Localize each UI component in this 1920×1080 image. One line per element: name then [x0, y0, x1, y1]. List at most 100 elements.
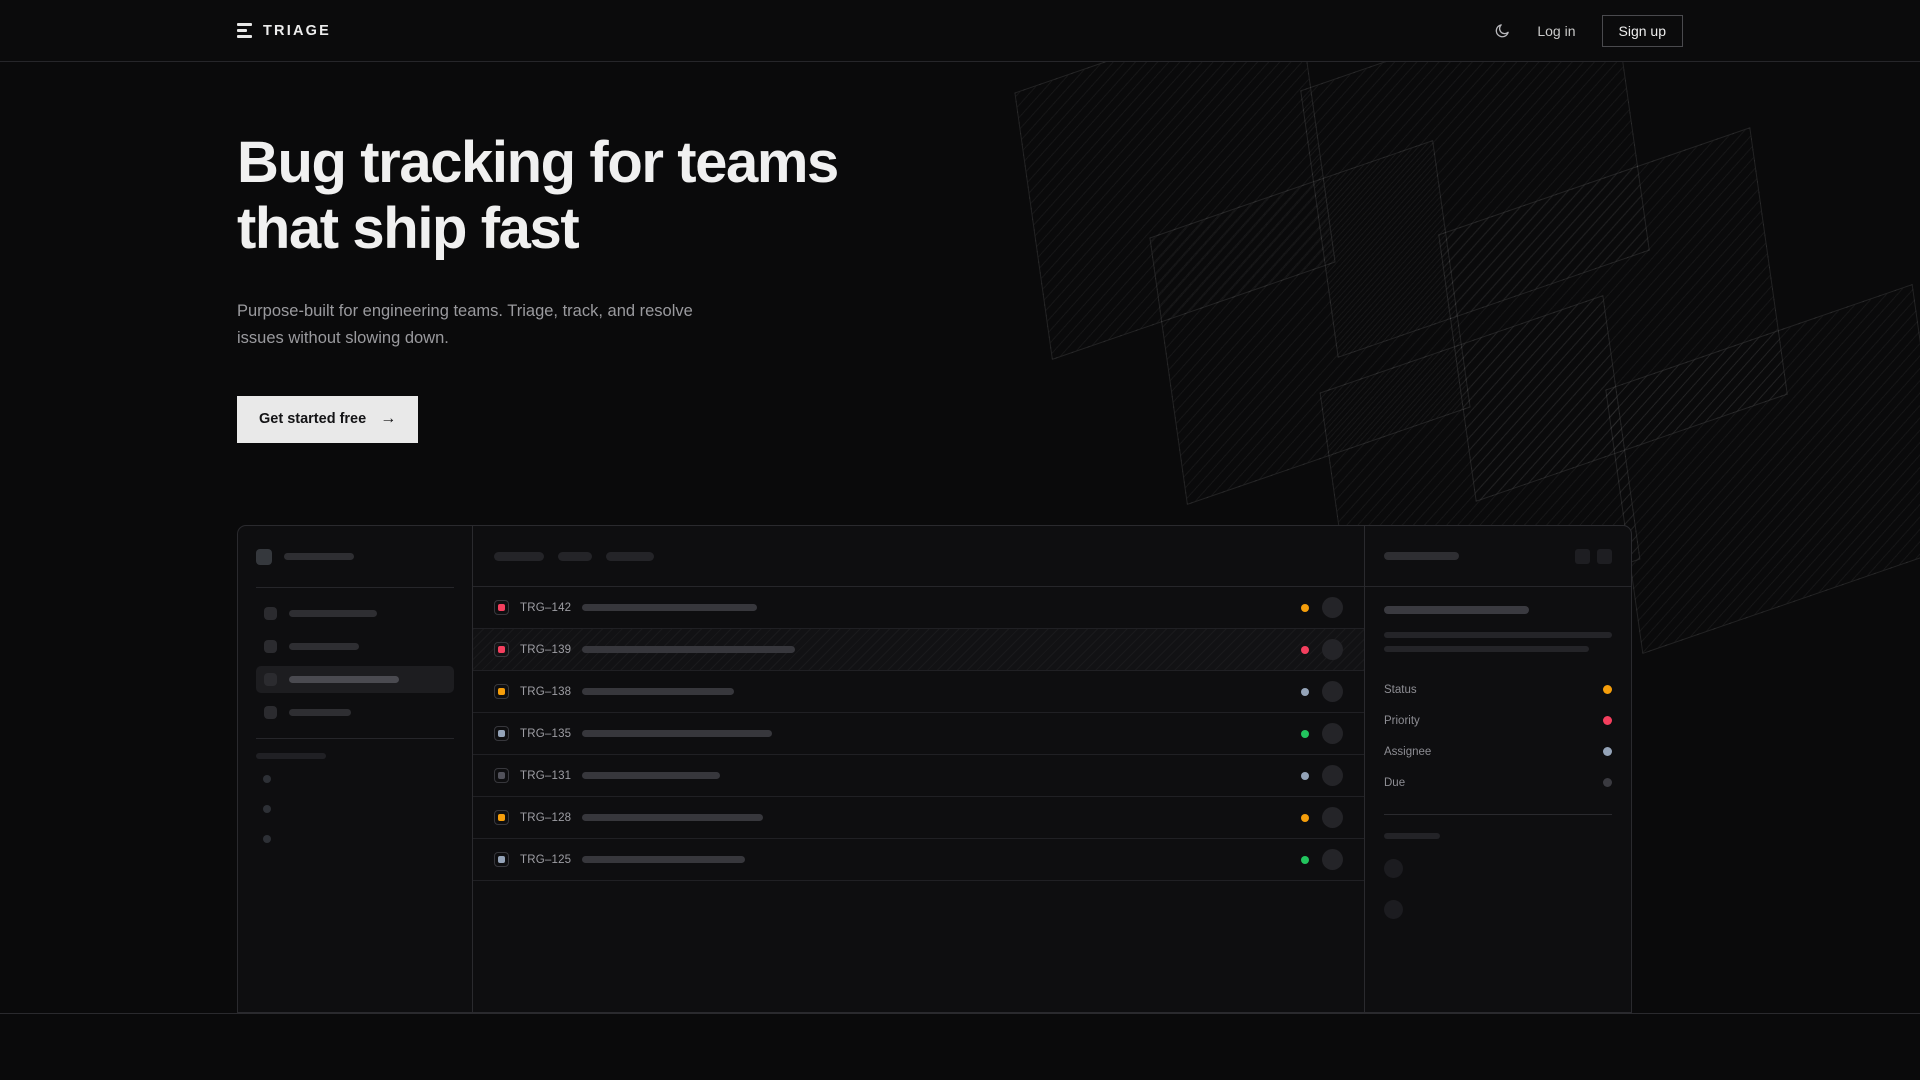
toolbar-control-1[interactable]	[494, 551, 544, 561]
mockup-sidebar	[238, 526, 473, 1012]
issue-id: TRG–142	[520, 601, 572, 614]
signup-button[interactable]: Sign up	[1601, 14, 1683, 47]
activity-avatar-2	[1384, 900, 1403, 919]
priority-indicator	[494, 642, 509, 657]
sidebar-item-2[interactable]	[256, 633, 454, 660]
sidebar-divider-bottom	[256, 738, 454, 739]
issue-title-placeholder	[582, 772, 720, 779]
issue-title-placeholder	[582, 688, 734, 695]
sidebar-item-label	[289, 709, 351, 716]
detail-meta-label: Due	[1384, 776, 1406, 789]
row-meta	[1301, 681, 1343, 702]
issue-id: TRG–138	[520, 685, 572, 698]
priority-indicator	[494, 810, 509, 825]
table-row[interactable]: TRG–135	[473, 713, 1364, 755]
triage-bars-icon	[237, 23, 252, 38]
status-badge	[1301, 645, 1309, 654]
issue-title-placeholder	[582, 730, 772, 737]
issue-id: TRG–135	[520, 727, 572, 740]
hero-section: Bug tracking for teams that ship fast Pu…	[0, 130, 1920, 443]
page-title: Bug tracking for teams that ship fast	[237, 130, 977, 262]
detail-meta-status[interactable]: Status	[1384, 674, 1612, 705]
avatar	[1322, 723, 1343, 744]
arrow-right-icon: →	[380, 410, 397, 428]
detail-meta-label: Assignee	[1384, 745, 1432, 758]
moon-icon[interactable]	[1494, 22, 1511, 39]
toolbar-control-3[interactable]	[606, 551, 654, 561]
priority-indicator	[494, 768, 509, 783]
toolbar-control-2[interactable]	[558, 551, 592, 561]
sidebar-item-1[interactable]	[256, 600, 454, 627]
table-row[interactable]: TRG–125	[473, 839, 1364, 881]
priority-indicator	[494, 852, 509, 867]
issue-id: TRG–125	[520, 853, 572, 866]
sidebar-mini-item-2[interactable]	[263, 805, 271, 813]
avatar	[1322, 597, 1343, 618]
brand-name: TRIAGE	[263, 22, 331, 39]
detail-meta-assignee[interactable]: Assignee	[1384, 736, 1612, 767]
issue-detail-header	[1365, 526, 1631, 587]
priority-indicator	[494, 684, 509, 699]
sidebar-mini-item-3[interactable]	[263, 835, 271, 843]
sidebar-item-3[interactable]	[256, 666, 454, 693]
heading-line-1: Bug tracking for teams	[237, 130, 839, 195]
sidebar-item-label	[289, 643, 359, 650]
issue-id: TRG–131	[520, 769, 572, 782]
site-header: TRIAGE Log in Sign up	[0, 0, 1920, 62]
mockup-sidebar-nav	[256, 588, 454, 738]
table-row[interactable]: TRG–138	[473, 671, 1364, 713]
detail-action-button-1[interactable]	[1575, 548, 1590, 564]
detail-meta-label: Priority	[1384, 714, 1420, 727]
avatar	[1322, 639, 1343, 660]
get-started-button[interactable]: Get started free →	[237, 395, 419, 443]
activity-avatar-1	[1384, 859, 1403, 878]
detail-text-placeholders	[1384, 606, 1612, 652]
login-link[interactable]: Log in	[1537, 22, 1576, 39]
activity-avatars	[1384, 859, 1612, 919]
table-row[interactable]: TRG–139	[473, 629, 1364, 671]
issue-id: TRG–128	[520, 811, 572, 824]
status-badge	[1301, 729, 1309, 738]
detail-action-button-2[interactable]	[1597, 548, 1612, 564]
status-badge	[1301, 813, 1309, 822]
sidebar-item-icon	[264, 607, 277, 620]
status-badge	[1301, 855, 1309, 864]
sidebar-item-icon	[264, 640, 277, 653]
detail-meta-value	[1603, 716, 1612, 725]
header-nav: Log in Sign up	[1494, 14, 1683, 47]
detail-divider	[1384, 814, 1612, 815]
issue-title-placeholder	[582, 646, 795, 653]
table-row[interactable]: TRG–131	[473, 755, 1364, 797]
detail-meta-value	[1603, 778, 1612, 787]
detail-activity	[1384, 815, 1612, 919]
detail-meta-label: Status	[1384, 683, 1417, 696]
hero-subheading: Purpose-built for engineering teams. Tri…	[237, 302, 693, 347]
table-row[interactable]: TRG–142	[473, 587, 1364, 629]
sidebar-mini-item-1[interactable]	[263, 775, 271, 783]
issue-title-placeholder	[582, 856, 745, 863]
avatar	[1322, 849, 1343, 870]
row-meta	[1301, 807, 1343, 828]
status-badge	[1301, 603, 1309, 612]
sidebar-item-label	[289, 610, 377, 617]
detail-meta-priority[interactable]: Priority	[1384, 705, 1612, 736]
sidebar-section-label	[256, 753, 326, 759]
heading-line-2: that ship fast	[237, 196, 580, 262]
sidebar-item-4[interactable]	[256, 699, 454, 726]
workspace-avatar	[256, 548, 272, 565]
workspace-name-placeholder	[284, 553, 354, 560]
brand-logo[interactable]: TRIAGE	[237, 23, 331, 39]
detail-title-placeholder	[1384, 552, 1459, 560]
issue-title-placeholder	[582, 604, 757, 611]
priority-indicator	[494, 600, 509, 615]
detail-meta-due[interactable]: Due	[1384, 767, 1612, 798]
avatar	[1322, 681, 1343, 702]
table-row[interactable]: TRG–128	[473, 797, 1364, 839]
row-meta	[1301, 849, 1343, 870]
